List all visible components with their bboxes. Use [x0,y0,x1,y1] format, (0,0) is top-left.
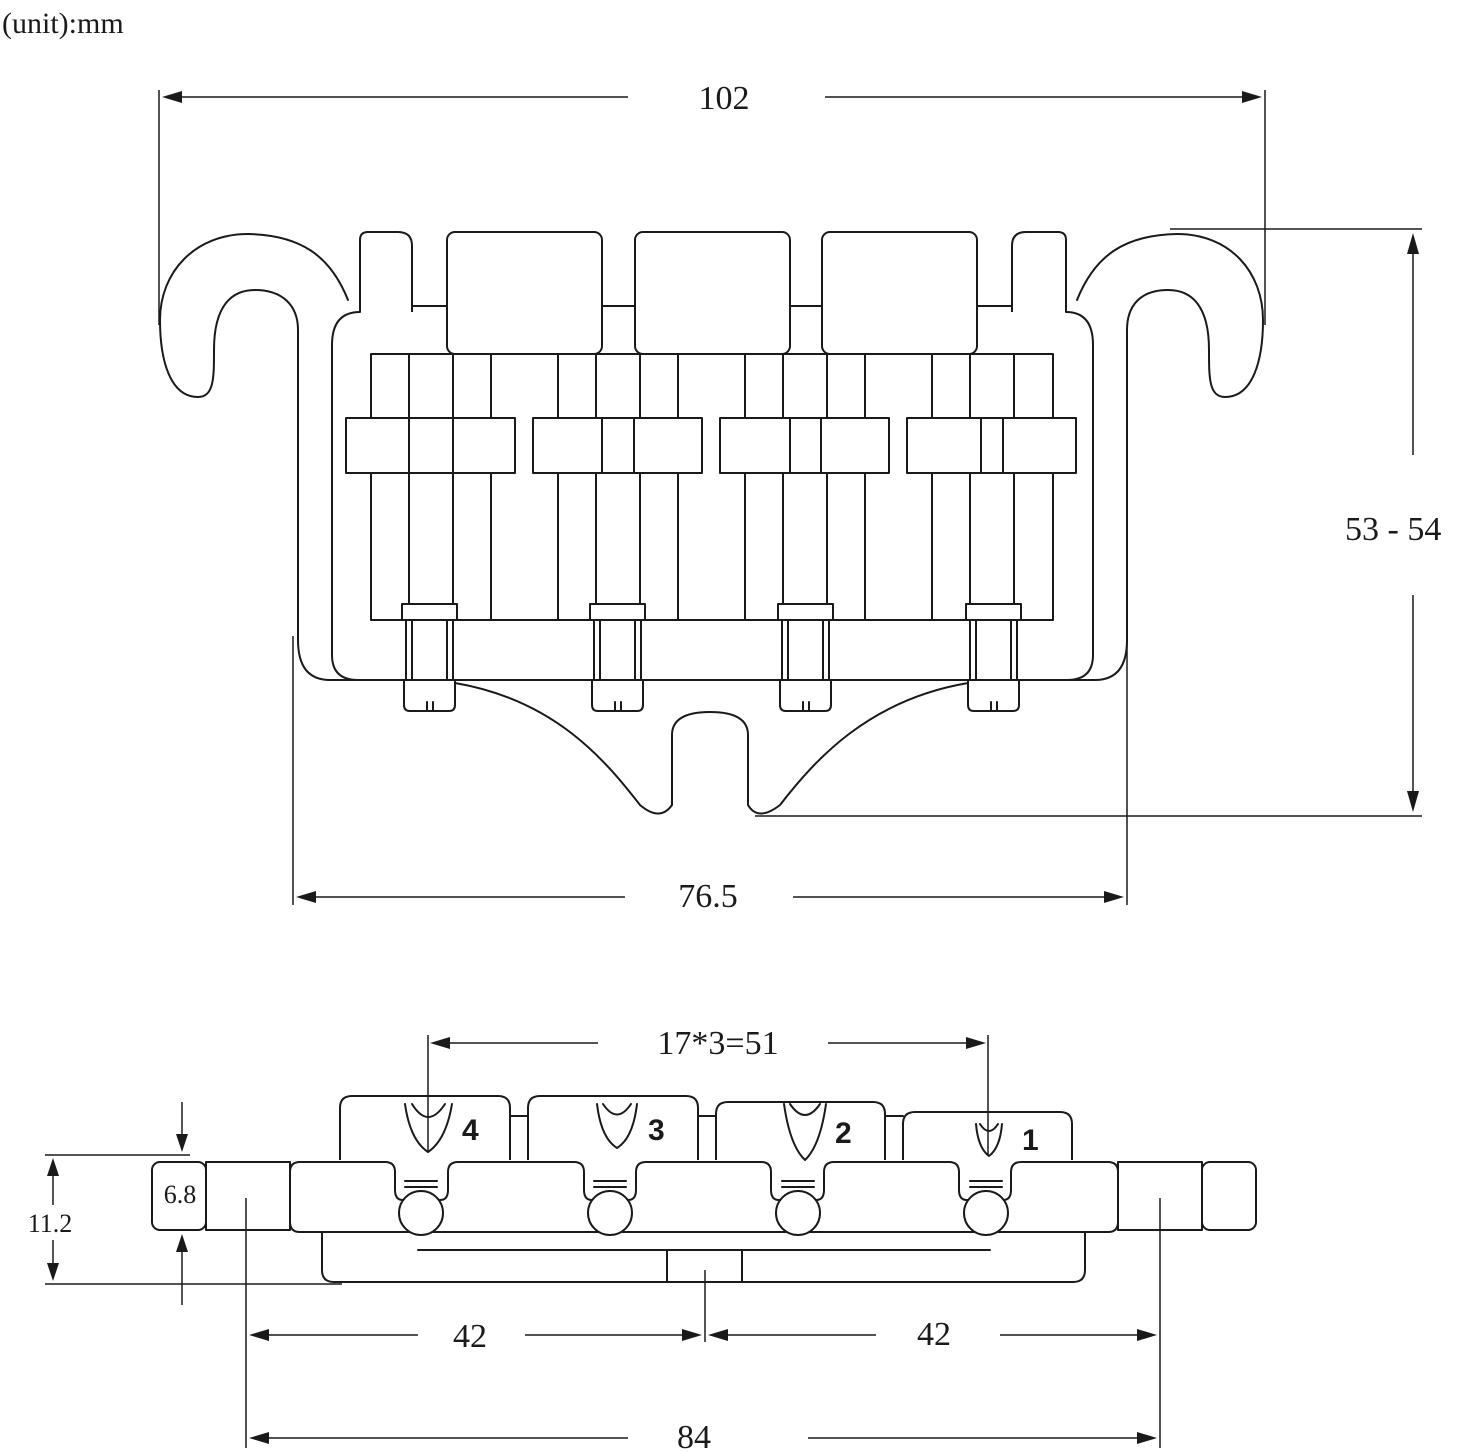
dimension-halves: 42 42 [245,1198,1161,1448]
dimension-string-spacing: 17*3=51 [427,1025,989,1155]
side-main-rail [289,1161,1119,1233]
dimension-half-left: 42 [453,1318,487,1355]
saddle-rail-frame [370,353,1054,621]
end-posts [151,1161,1257,1231]
screw-columns [408,353,1015,621]
roller-pins [398,1180,1009,1236]
dimension-half-right: 42 [917,1316,951,1353]
saddle-number-1: 1 [1022,1124,1039,1157]
side-view: 4 3 2 1 [28,1025,1257,1452]
dimension-76-5: 76.5 [292,598,1128,915]
saddle-number-2: 2 [835,1117,852,1150]
inner-tray [331,311,1094,681]
dimension-heights: 11.2 6.8 [28,1102,342,1305]
dimension-string-spacing-value: 17*3=51 [657,1025,778,1062]
base-plate [297,639,1128,681]
dimension-height-range: 53 - 54 [1345,511,1441,548]
dimension-width-base: 76.5 [678,878,738,915]
right-hook [1076,233,1264,641]
center-block [666,1249,743,1283]
saddle-bars [345,417,1077,474]
tail-piece [454,682,969,815]
side-saddles [339,1095,1073,1160]
saddle-number-4: 4 [462,1114,479,1147]
dimension-mount-span: 84 [249,1419,1157,1452]
left-hook [159,233,349,641]
saddle-blocks [359,231,1067,355]
top-view: 102 53 - 54 76.5 [158,80,1441,915]
screw-heads [401,603,1022,712]
dimension-total-height: 11.2 [28,1209,73,1238]
dimension-width-overall: 102 [699,80,750,117]
dimension-rail-height: 6.8 [164,1180,197,1209]
unit-note: (unit):mm [2,7,124,40]
dimension-height: 53 - 54 [755,228,1441,817]
dimension-mount-span-value: 84 [677,1419,711,1452]
dimension-102: 102 [158,80,1266,325]
saddle-number-3: 3 [648,1114,665,1147]
